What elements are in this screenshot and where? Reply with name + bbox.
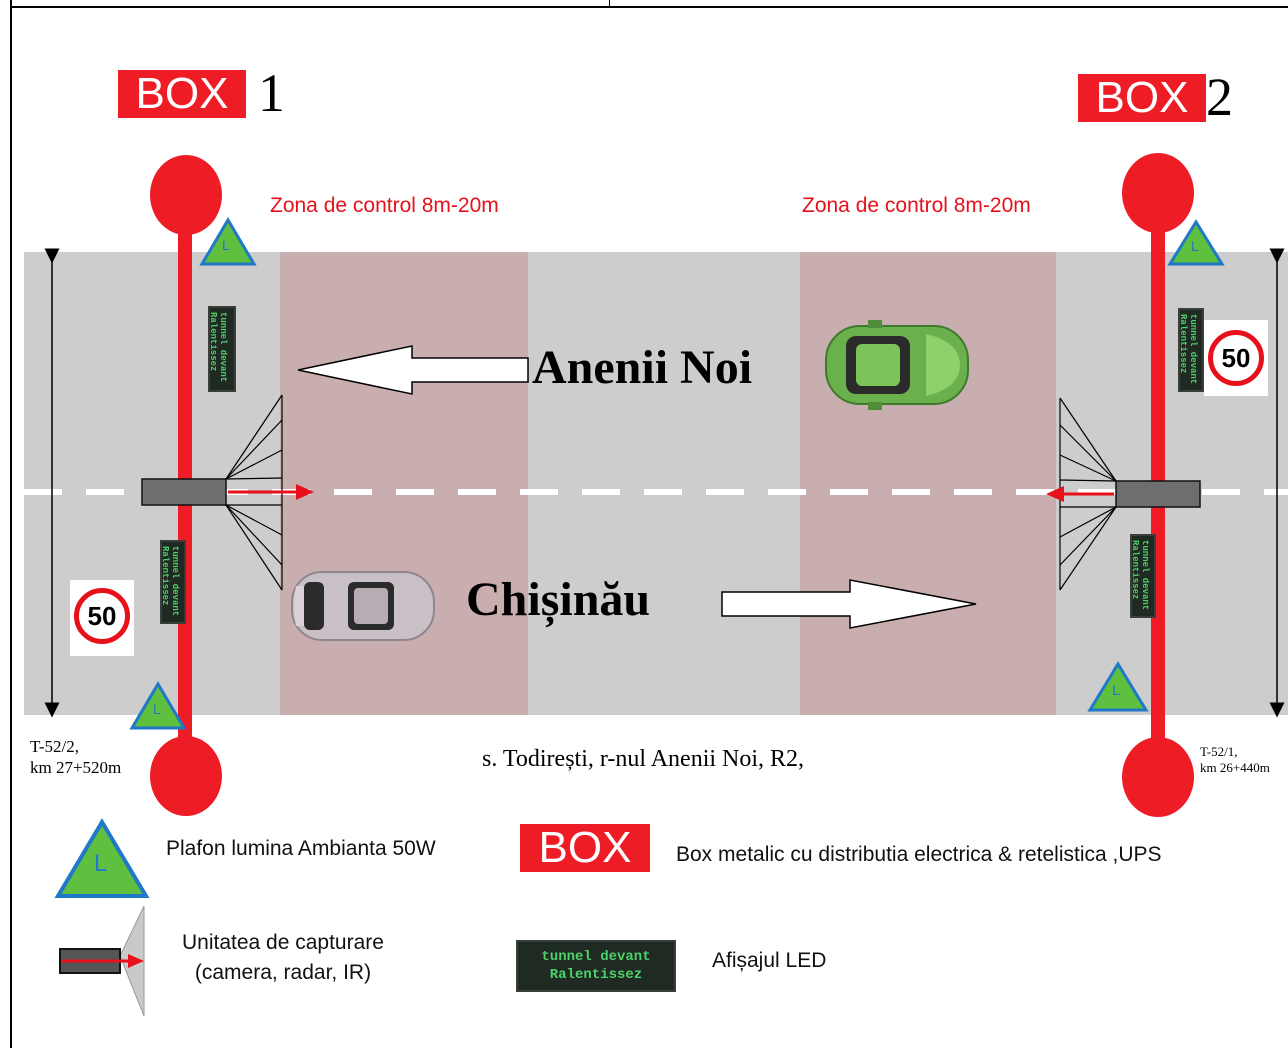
led-display-right-bottom: tunnel devant Ralentissez xyxy=(1130,534,1156,618)
marker-left: T-52/2, km 27+520m xyxy=(30,737,122,778)
led-display-left-top: tunnel devant Ralentissez xyxy=(208,306,236,392)
legend-lamp-icon xyxy=(54,818,150,898)
box1-badge: BOX xyxy=(118,70,246,118)
box2-badge: BOX xyxy=(1078,74,1206,122)
lamp-letter: L xyxy=(153,701,161,717)
legend-capture-label: Unitatea de capturare (camera, radar, IR… xyxy=(182,931,384,985)
lamp-letter: L xyxy=(1191,238,1199,254)
header-cell-right xyxy=(610,0,1288,8)
direction-label-chisinau: Chișinău xyxy=(466,573,651,626)
box2-number: 2 xyxy=(1206,67,1233,127)
legend-led-label: Afișajul LED xyxy=(712,949,827,972)
legend-led-icon: tunnel devant Ralentissez xyxy=(516,940,676,992)
lamp-icon xyxy=(1167,219,1225,266)
zone-label-right: Zona de control 8m-20m xyxy=(802,194,1031,217)
lamp-icon xyxy=(1087,661,1149,712)
direction-arrow-south xyxy=(721,579,977,629)
location-label: s. Todirești, r-nul Anenii Noi, R2, xyxy=(482,746,805,772)
speed-limit-value: 50 xyxy=(74,588,130,644)
speed-limit-value: 50 xyxy=(1208,330,1264,386)
speed-limit-sign-right: 50 xyxy=(1204,320,1268,396)
legend-capture-icon xyxy=(59,905,145,1017)
lamp-icon xyxy=(129,681,187,730)
legend-box-badge: BOX xyxy=(520,824,650,872)
car-silver xyxy=(291,571,435,641)
zone-label-left: Zona de control 8m-20m xyxy=(270,194,499,217)
legend-box-label: Box metalic cu distributia electrica & r… xyxy=(676,843,1162,866)
capture-unit-left xyxy=(141,394,314,591)
page-frame xyxy=(10,0,1286,1048)
lamp-icon xyxy=(199,217,257,266)
led-display-right-top: tunnel devant Ralentissez xyxy=(1178,308,1204,392)
led-display-left-bottom: tunnel devant Ralentissez xyxy=(160,540,186,624)
legend-lamp-label: Plafon lumina Ambianta 50W xyxy=(166,837,436,860)
legend-lamp-letter: L xyxy=(94,850,108,877)
lamp-letter: L xyxy=(222,237,230,253)
box1-number: 1 xyxy=(258,63,285,123)
lamp-letter: L xyxy=(1112,682,1121,699)
car-green xyxy=(825,320,969,410)
marker-right: T-52/1, km 26+440m xyxy=(1200,744,1270,776)
direction-label-anenii-noi: Anenii Noi xyxy=(532,341,753,394)
capture-unit-right xyxy=(1046,397,1201,591)
speed-limit-sign-left: 50 xyxy=(70,580,134,656)
direction-arrow-north xyxy=(297,345,529,395)
header-cell-left xyxy=(10,0,610,8)
